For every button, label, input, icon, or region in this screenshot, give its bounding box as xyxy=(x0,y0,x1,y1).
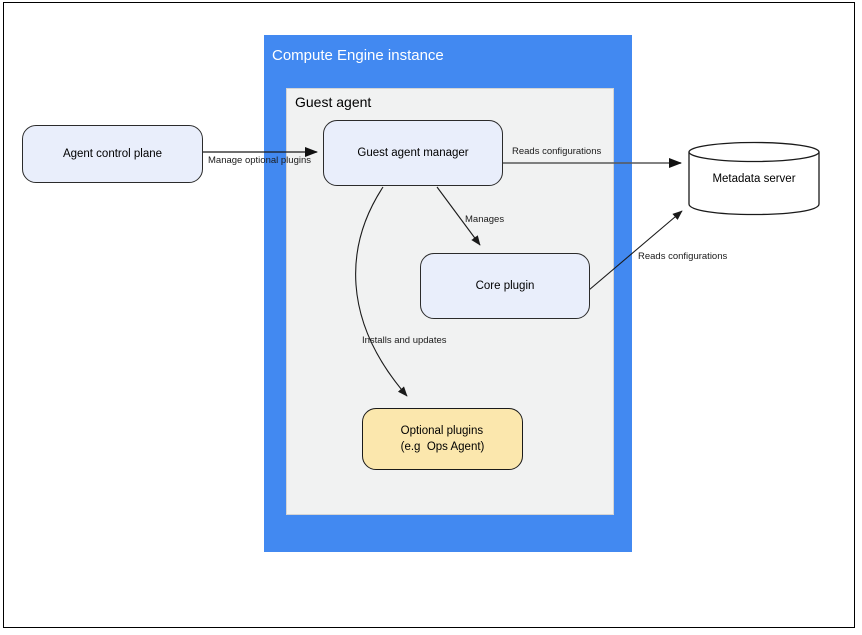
node-guest-agent-manager-label: Guest agent manager xyxy=(357,147,469,159)
node-optional-plugins-label-line-1: Optional plugins xyxy=(400,425,484,437)
node-agent-control-plane[interactable]: Agent control plane xyxy=(22,125,203,183)
cylinder-shape xyxy=(688,141,820,216)
page-border xyxy=(3,2,855,628)
node-optional-plugins-label: Optional plugins (e.g Ops Agent) xyxy=(401,423,485,455)
edge-label-manages: Manages xyxy=(465,214,505,225)
node-optional-plugins-label-line-2: (e.g Ops Agent) xyxy=(400,441,485,453)
edge-label-manage-optional-plugins: Manage optional plugins xyxy=(208,155,311,166)
node-metadata-server[interactable]: Metadata server xyxy=(688,140,820,216)
node-core-plugin-label: Core plugin xyxy=(475,280,535,292)
edge-label-reads-configurations-manager: Reads configurations xyxy=(512,146,602,157)
edge-label-installs-and-updates: Installs and updates xyxy=(362,335,447,346)
node-core-plugin[interactable]: Core plugin xyxy=(420,253,590,319)
node-optional-plugins[interactable]: Optional plugins (e.g Ops Agent) xyxy=(362,408,523,470)
compute-engine-instance-label: Compute Engine instance xyxy=(272,47,444,64)
guest-agent-label: Guest agent xyxy=(295,94,372,110)
node-agent-control-plane-label: Agent control plane xyxy=(62,148,163,160)
node-metadata-server-label: Metadata server xyxy=(712,173,796,185)
node-guest-agent-manager[interactable]: Guest agent manager xyxy=(323,120,503,186)
edge-label-reads-configurations-core-plugin: Reads configurations xyxy=(638,251,728,262)
